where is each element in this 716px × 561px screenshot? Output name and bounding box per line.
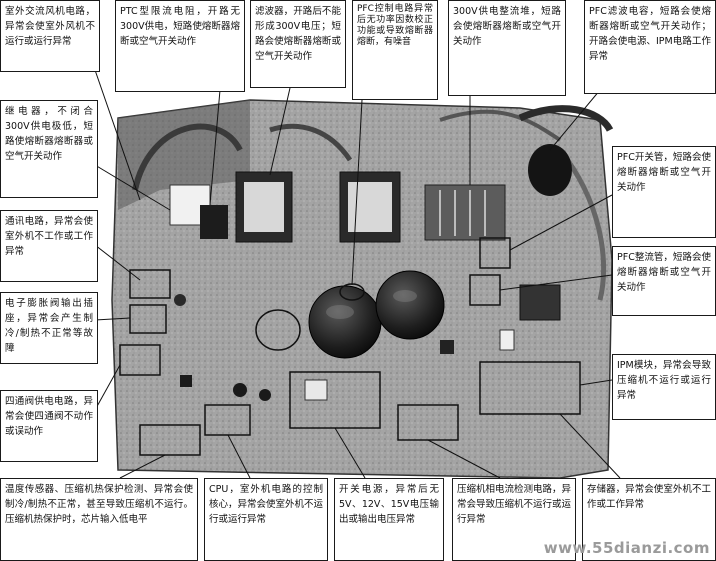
callout-pfc-rect: PFC整流管，短路会使熔断器熔断或空气开关动作 bbox=[612, 246, 716, 316]
filter-coil-right bbox=[348, 182, 392, 232]
cable-right-outer bbox=[558, 148, 607, 301]
comm-mark bbox=[129, 269, 171, 299]
small-transformer bbox=[304, 379, 328, 401]
ptc-mark bbox=[255, 309, 301, 351]
callout-relay: 继电器，不闭合300V供电极低，短路使熔断器熔断器或空气开关动作 bbox=[0, 100, 98, 198]
callout-pfc-filter: PFC滤波电容，短路会使熔断器熔断或空气开关动作；开路会使电源、IPM电路工作异… bbox=[584, 0, 716, 94]
callout-four-way: 四通阀供电电路，异常会使四通阀不动作或误动作 bbox=[0, 390, 98, 462]
small-component bbox=[499, 329, 515, 351]
cpu-mark bbox=[204, 404, 251, 436]
leader-lines bbox=[94, 69, 621, 479]
callout-eeprom: 存储器，异常会使室外机不工作或工作异常 bbox=[582, 478, 716, 561]
callout-switching-psu: 开关电源，异常后无5V、12V、15V电压输出或输出电压异常 bbox=[334, 478, 444, 561]
callout-eev: 电子膨胀阀输出插座，异常会产生制冷/制热不正常等故障 bbox=[0, 292, 98, 364]
cable-mid bbox=[269, 123, 353, 162]
cable-right bbox=[439, 109, 562, 142]
eev-mark bbox=[129, 304, 167, 334]
small-capacitor bbox=[174, 294, 186, 306]
ptc-block bbox=[200, 205, 228, 239]
ipm-mark bbox=[479, 361, 581, 415]
callout-comm: 通讯电路，异常会使室外机不工作或工作异常 bbox=[0, 210, 98, 282]
cable-left bbox=[132, 123, 243, 191]
small-component bbox=[180, 375, 192, 387]
rectifier-heatsink bbox=[424, 184, 506, 241]
callout-filter: 滤波器，开路后不能形成300V电压；短路会使熔断器熔断或空气开关动作 bbox=[250, 0, 346, 88]
callout-cpu: CPU，室外机电路的控制核心，异常会使室外机不运行或运行异常 bbox=[204, 478, 328, 561]
callout-ipm: IPM模块，异常会导致压缩机不运行或运行异常 bbox=[612, 354, 716, 420]
callout-ptc: PTC型限流电阻，开路无300V供电，短路使熔断器熔断或空气开关动作 bbox=[115, 0, 245, 92]
callout-rect-300v: 300V供电整流堆，短路会使熔断器熔断或空气开关动作 bbox=[448, 0, 566, 96]
filter-coil-left bbox=[244, 182, 284, 232]
four-way-mark bbox=[119, 344, 161, 376]
cable-plug bbox=[528, 144, 572, 196]
pfc-switch-mark bbox=[479, 237, 511, 269]
callout-pfc-control: PFC控制电路异常后无功率因数校正功能或导致熔断器熔断，有噪音 bbox=[352, 0, 438, 100]
callout-outdoor-fan: 室外交流风机电路，异常会使室外风机不运行或运行异常 bbox=[0, 0, 100, 72]
pfc-rectifier-component bbox=[519, 284, 561, 321]
small-component bbox=[440, 340, 454, 354]
temp-sensor-mark bbox=[139, 424, 201, 456]
callout-temp-sensor: 温度传感器、压缩机热保护检测、异常会使制冷/制热不正常，甚至导致压缩机不运行。压… bbox=[0, 478, 198, 561]
cable-top-right bbox=[518, 105, 614, 132]
pfc-capacitor-2 bbox=[375, 270, 445, 340]
small-capacitor bbox=[233, 383, 247, 397]
pfc-capacitor-1 bbox=[308, 285, 382, 359]
callout-pfc-switch: PFC开关管，短路会使熔断器熔断或空气开关动作 bbox=[612, 146, 716, 238]
watermark-text: www.55dianzi.com bbox=[543, 539, 710, 557]
callout-comp-current: 压缩机相电流检测电路，异常会导致压缩机不运行或运行异常 bbox=[452, 478, 576, 561]
small-capacitor bbox=[259, 389, 271, 401]
